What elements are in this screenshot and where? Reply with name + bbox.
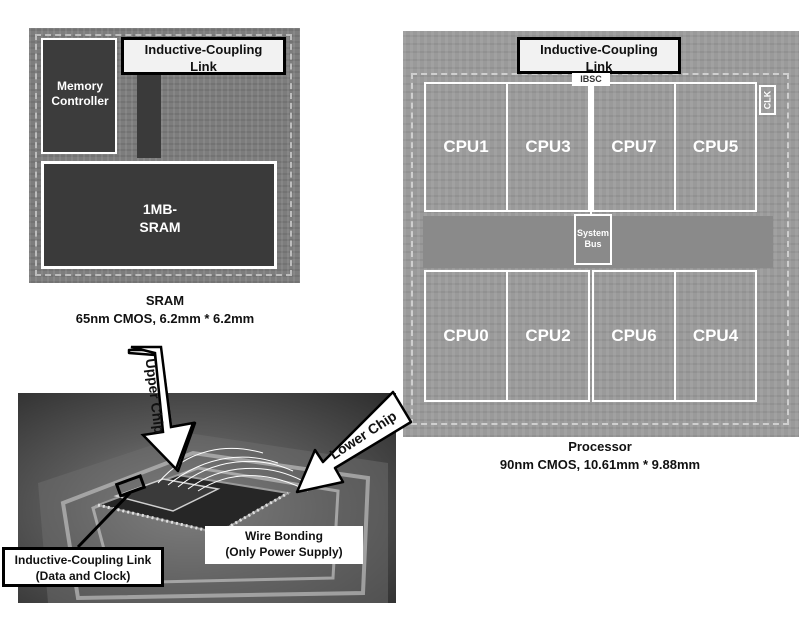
clk-text: CLK bbox=[762, 90, 773, 110]
lower-chip-arrow bbox=[295, 390, 413, 494]
processor-center-bus bbox=[423, 216, 773, 268]
system-bus-block: System Bus bbox=[574, 214, 612, 265]
wire-bonding-label: Wire Bonding (Only Power Supply) bbox=[205, 526, 363, 564]
sram-caption-title: SRAM bbox=[145, 293, 185, 308]
cpu-top-group: CPU1 CPU3 CPU7 CPU5 bbox=[424, 82, 757, 212]
cpu-core: CPU6 bbox=[592, 270, 676, 402]
cpu-core: CPU3 bbox=[506, 82, 590, 212]
processor-link-label: Inductive-Coupling Link bbox=[517, 37, 681, 74]
upper-chip-arrow bbox=[127, 345, 197, 473]
cpu-bottom-group: CPU0 CPU2 CPU6 CPU4 bbox=[424, 270, 757, 402]
processor-caption-spec: 90nm CMOS, 10.61mm * 9.88mm bbox=[499, 457, 701, 472]
cpu-core: CPU2 bbox=[506, 270, 590, 402]
memory-controller-block bbox=[41, 38, 117, 154]
sram-caption-spec: 65nm CMOS, 6.2mm * 6.2mm bbox=[75, 311, 255, 326]
cpu-core: CPU0 bbox=[424, 270, 508, 402]
processor-caption-title: Processor bbox=[568, 439, 632, 454]
ibsc-line bbox=[590, 86, 592, 216]
cpu-core: CPU5 bbox=[674, 82, 757, 212]
processor-die bbox=[403, 31, 799, 437]
cpu-core: CPU1 bbox=[424, 82, 508, 212]
sram-link-label: Inductive-Coupling Link bbox=[121, 37, 286, 75]
cpu-core: CPU7 bbox=[592, 82, 676, 212]
clk-label: CLK bbox=[759, 85, 776, 115]
memory-controller-label: Memory Controller bbox=[51, 79, 109, 108]
link-callout-pointer bbox=[76, 473, 147, 549]
sram-die-pad-ring bbox=[35, 34, 292, 276]
sram-block-label: 1MB- SRAM bbox=[139, 201, 181, 235]
link-callout-label: Inductive-Coupling Link (Data and Clock) bbox=[2, 547, 164, 587]
cpu-core: CPU4 bbox=[674, 270, 757, 402]
sram-block bbox=[41, 161, 277, 269]
